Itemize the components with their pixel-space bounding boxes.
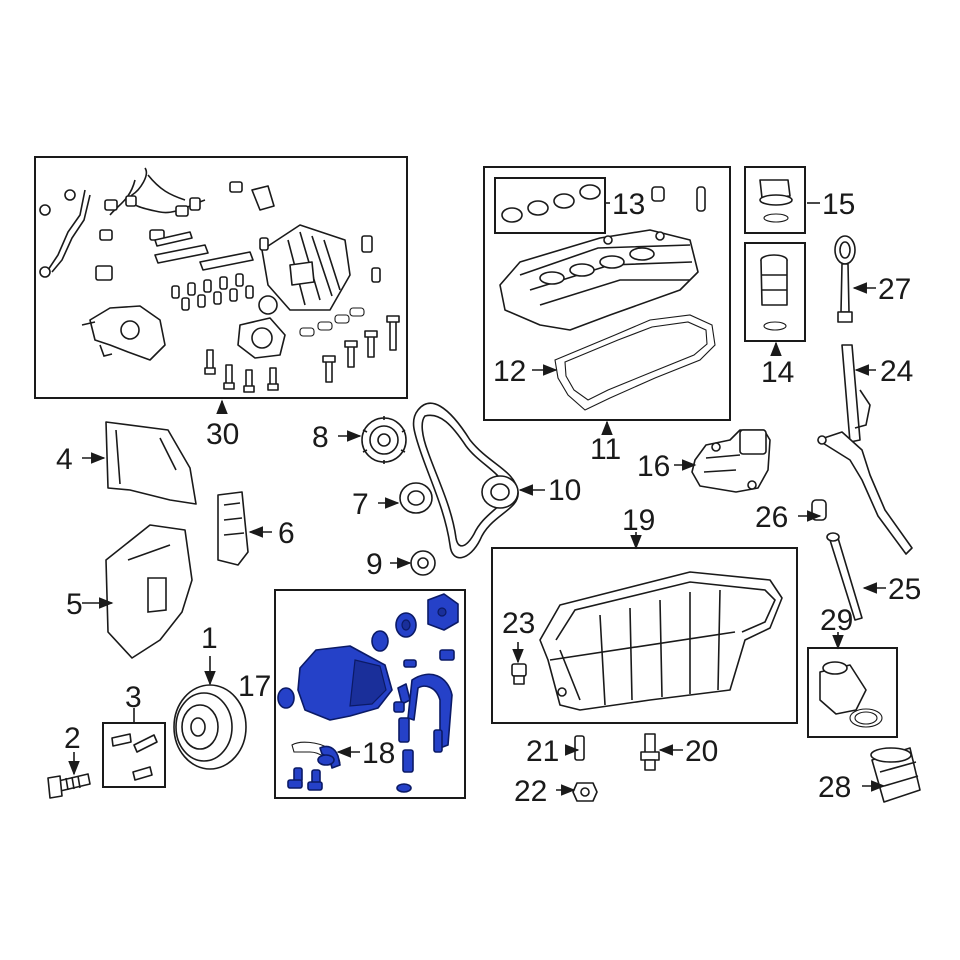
group-box-17 [274,589,466,799]
callout-3: 3 [125,681,142,714]
part-27-dipstick [834,235,856,323]
callout-14: 14 [761,356,794,389]
part-1-crankshaft-pulley [173,684,247,770]
callout-26: 26 [755,501,788,534]
callout-9: 9 [366,548,383,581]
part-17-oil-pump-highlighted [277,593,459,793]
callout-30: 30 [206,418,239,451]
part-7-idler-pulley [399,482,433,514]
callout-25: 25 [888,573,921,606]
callout-28: 28 [818,771,851,804]
callout-1: 1 [201,622,218,655]
callout-27: 27 [878,273,911,306]
part-2-bolt [47,773,91,799]
group-box-29 [807,647,898,738]
part-13-plug [651,186,665,202]
part-19-oil-pan [539,571,783,711]
part-4-timing-cover-upper [105,421,197,505]
part-29-filter-cap [819,661,883,728]
callout-2: 2 [64,722,81,755]
part-10-timing-belt [412,402,519,559]
group-box-13 [494,177,606,234]
part-8-cam-sprocket [361,416,407,464]
part-9-crank-sprocket [410,550,436,576]
group-box-11 [483,166,731,421]
callout-17: 17 [238,670,271,703]
part-18-oil-pickup-tube [287,741,341,791]
part-22-plug [572,782,598,802]
callout-21: 21 [526,735,559,768]
part-15-oil-filler-cap [759,179,793,223]
callout-8: 8 [312,421,329,454]
callout-22: 22 [514,775,547,808]
callout-19: 19 [622,504,655,537]
group-box-19 [491,547,798,724]
callout-29: 29 [820,604,853,637]
callout-4: 4 [56,443,73,476]
part-14-oil-filler-tube [760,254,788,331]
part-13-pin [696,186,706,212]
callout-24: 24 [880,355,913,388]
intake-manifold-assembly-drawing [39,167,400,393]
callout-7: 7 [352,488,369,521]
callout-16: 16 [637,450,670,483]
part-20-bolt [640,733,660,771]
part-6-bracket [217,491,249,566]
part-5-timing-cover-lower [105,524,193,659]
group-box-15 [744,166,806,234]
callout-20: 20 [685,735,718,768]
part-21-dowel [574,735,585,761]
callout-18: 18 [362,737,395,770]
group-box-30 [34,156,408,399]
leader-lines [68,202,886,796]
part-24-dipstick-tube [817,344,913,555]
group-box-14 [744,242,806,342]
part-26-grommet [811,499,827,521]
callout-6: 6 [278,517,295,550]
callout-10: 10 [548,474,581,507]
callout-15: 15 [822,188,855,221]
part-28-oil-filter [870,747,921,803]
part-3-bolts [111,733,158,781]
part-11-valve-cover [499,229,699,331]
callout-5: 5 [66,588,83,621]
part-23-drain-plug [511,663,527,685]
part-13-seals [501,184,601,223]
callout-labels: 1 2 3 4 5 6 7 8 9 10 11 12 13 14 15 16 1… [56,188,921,808]
callout-13: 13 [612,188,645,221]
callout-23: 23 [502,607,535,640]
callout-12: 12 [493,355,526,388]
callout-11: 11 [590,433,621,466]
part-16-oil-filter-housing [691,429,771,493]
